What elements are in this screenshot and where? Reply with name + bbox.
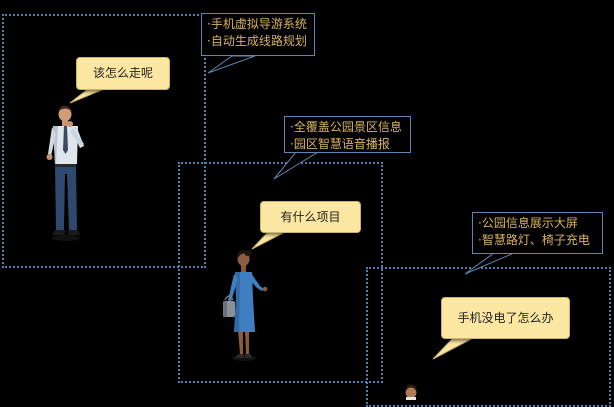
speech-bubble-phone-dead: 手机没电了怎么办 (441, 297, 570, 339)
callout-pointer-1 (207, 55, 256, 74)
callout-line: ·园区智慧语音播报 (290, 137, 390, 151)
speech-text: 该怎么走呢 (92, 66, 153, 80)
woman-figure (223, 250, 268, 361)
callout-line: ·智慧路灯、椅子充电 (478, 233, 590, 247)
callout-line: ·全覆盖公园景区信息 (290, 120, 402, 134)
zone-left (2, 14, 206, 268)
callout-smart-facilities: ·公园信息展示大屏 ·智慧路灯、椅子充电 (472, 212, 603, 254)
callout-line: ·手机虚拟导游系统 (207, 17, 307, 31)
speech-bubble-what-projects: 有什么项目 (260, 201, 361, 233)
speech-bubble-how-to-go: 该怎么走呢 (76, 57, 170, 90)
callout-line: ·自动生成线路规划 (207, 34, 307, 48)
callout-navigation: ·手机虚拟导游系统 ·自动生成线路规划 (201, 13, 315, 56)
speech-text: 手机没电了怎么办 (457, 311, 554, 325)
person-partial-figure (405, 384, 417, 400)
callout-line: ·公园信息展示大屏 (478, 216, 578, 230)
speech-text: 有什么项目 (280, 210, 341, 224)
callout-park-info: ·全覆盖公园景区信息 ·园区智慧语音播报 (284, 116, 411, 153)
zone-middle (178, 162, 383, 383)
man-figure (46, 105, 84, 241)
